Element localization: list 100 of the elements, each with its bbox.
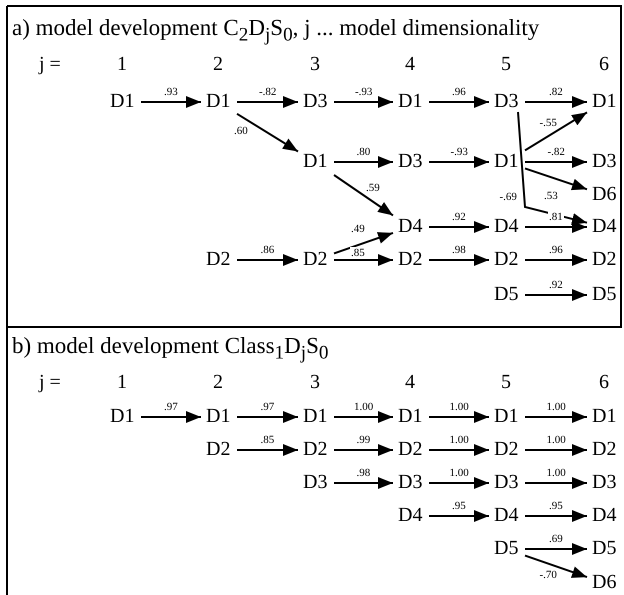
edge-label: 1.00 (546, 434, 567, 446)
edge-label: .53 (543, 190, 559, 202)
variable-label: D2 (591, 248, 618, 270)
variable-label: D4 (397, 215, 424, 237)
arrow (525, 156, 587, 168)
arrow (334, 477, 393, 489)
variable-label: D2 (397, 248, 424, 270)
edge-label: -.69 (498, 191, 518, 203)
variable-label: D1 (397, 90, 424, 112)
arrow (429, 477, 489, 489)
arrow (429, 510, 489, 522)
column-number: 1 (117, 370, 127, 395)
arrow (524, 554, 588, 578)
arrow (525, 543, 587, 555)
variable-label: D3 (493, 90, 520, 112)
edge-label: .98 (451, 244, 467, 256)
arrow (429, 96, 489, 108)
variable-label: D4 (397, 504, 424, 526)
arrow (141, 96, 201, 108)
variable-label: D1 (205, 405, 232, 427)
variable-label: D1 (493, 150, 520, 172)
variable-label: D4 (493, 215, 520, 237)
arrow (429, 221, 489, 233)
edge-label: .95 (451, 500, 467, 512)
variable-label: D2 (302, 438, 328, 460)
arrow (524, 112, 588, 152)
edge-label: 1.00 (448, 401, 470, 413)
edge-label: .95 (548, 500, 564, 512)
edge-label: .92 (451, 211, 467, 223)
variable-label: D5 (591, 537, 618, 559)
edge-label: .60 (233, 125, 249, 137)
variable-label: D2 (591, 438, 618, 460)
variable-label: D4 (493, 504, 520, 526)
variable-label: D5 (493, 537, 520, 559)
variable-label: D1 (493, 405, 520, 427)
variable-label: D1 (591, 90, 618, 112)
arrow (525, 444, 587, 456)
edge-label: -.93 (450, 146, 469, 158)
column-number: 3 (310, 52, 320, 77)
arrow (525, 510, 587, 522)
edge-label: .86 (260, 244, 276, 256)
arrow (236, 112, 299, 152)
variable-label: D1 (205, 90, 232, 112)
variable-label: D5 (591, 283, 618, 305)
arrow (334, 254, 393, 266)
axis-label: j = (39, 52, 61, 77)
arrow (524, 167, 588, 190)
edge-label: .92 (548, 279, 564, 291)
variable-label: D2 (205, 248, 232, 270)
edge-label: .80 (356, 146, 372, 158)
edge-label: .96 (548, 244, 564, 256)
edge-label: -.93 (354, 86, 374, 98)
edge-label: .96 (451, 86, 467, 98)
arrow (525, 477, 587, 489)
edge-label: .81 (548, 211, 564, 223)
variable-label: D1 (109, 90, 136, 112)
arrow (429, 156, 489, 168)
variable-label: D2 (493, 248, 520, 270)
variable-label: D1 (397, 405, 424, 427)
variable-label: D3 (397, 471, 424, 493)
variable-label: D1 (302, 150, 328, 172)
arrow (525, 411, 587, 423)
arrow (525, 96, 587, 108)
column-number: 4 (405, 52, 415, 77)
edge-label: .93 (163, 86, 179, 98)
edge-label: .85 (260, 434, 276, 446)
arrow (237, 411, 298, 423)
edge-label: .85 (350, 247, 366, 259)
column-number: 5 (501, 370, 511, 395)
edge-label: .82 (548, 86, 564, 98)
edge-label: 1.00 (353, 401, 374, 413)
column-number: 3 (310, 370, 320, 395)
variable-label: D2 (302, 248, 328, 270)
arrow (141, 411, 201, 423)
edge-label: .98 (356, 467, 372, 479)
edge-label: 1.00 (546, 467, 567, 479)
edge-label: .97 (163, 401, 179, 413)
variable-label: D2 (205, 438, 232, 460)
column-number: 6 (599, 370, 609, 395)
arrow (429, 254, 489, 266)
edge-label: 1.00 (448, 434, 470, 446)
edge-label: 1.00 (546, 401, 567, 413)
arrow (334, 96, 393, 108)
column-number: 5 (501, 52, 511, 77)
section-heading: b) model development Class$_{1}$D$_{j}$S$_{0}$ (12, 333, 328, 366)
column-number: 1 (117, 52, 127, 77)
variable-label: D2 (493, 438, 520, 460)
variable-label: D3 (591, 150, 618, 172)
section-heading: a) model development C$_{2}$D$_{j}$S$_{0}$, j ... model dimensionality (12, 15, 540, 48)
arrow (429, 444, 489, 456)
arrow (429, 411, 489, 423)
variable-label: D3 (591, 471, 618, 493)
column-number: 4 (405, 370, 415, 395)
variable-label: D1 (302, 405, 328, 427)
variable-label: D1 (591, 405, 618, 427)
edge-label: -.55 (538, 117, 558, 129)
arrow (517, 112, 588, 225)
arrow (237, 96, 298, 108)
edge-label: .59 (365, 182, 381, 194)
variable-label: D1 (109, 405, 136, 427)
